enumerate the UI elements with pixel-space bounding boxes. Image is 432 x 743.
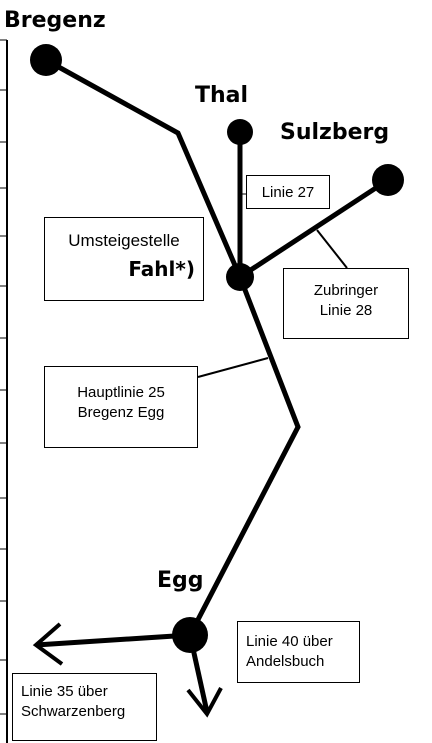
label-linie-27-text: Linie 27	[261, 184, 315, 201]
left-edge-rules	[0, 39, 8, 743]
label-linie-27: Linie 27	[246, 175, 330, 209]
label-umsteigestelle: Umsteigestelle Fahl*)	[44, 217, 204, 301]
label-linie-35-line2: Schwarzenberg	[21, 702, 126, 720]
linie-35-route	[35, 632, 191, 648]
label-hauptlinie-line1: Hauptlinie 25	[77, 384, 165, 401]
label-umsteigestelle-line2: Fahl*)	[128, 257, 195, 282]
stop-sulzberg-marker	[372, 164, 404, 196]
stop-name-sulzberg: Sulzberg	[280, 120, 390, 145]
linie-28-route	[238, 177, 390, 280]
stop-thal-marker	[227, 119, 253, 145]
stop-name-thal: Thal	[195, 83, 249, 108]
label-zubringer-linie-28: Zubringer Linie 28	[283, 268, 409, 339]
label-linie-35: Linie 35 über Schwarzenberg	[12, 673, 157, 741]
linie-35-arrowhead	[32, 622, 64, 666]
zubringer-connector	[316, 229, 348, 269]
linie-40-arrowhead	[186, 687, 223, 718]
stop-fahl-marker	[226, 263, 254, 291]
hauptlinie-25-route	[44, 57, 301, 637]
label-hauptlinie-25: Hauptlinie 25 Bregenz Egg	[44, 366, 198, 448]
stop-name-egg: Egg	[157, 568, 204, 593]
stop-egg-marker	[172, 617, 208, 653]
label-umsteigestelle-line1: Umsteigestelle	[68, 231, 180, 250]
label-zubringer-line1: Zubringer	[313, 282, 379, 299]
label-linie-40-line1: Linie 40 über	[246, 633, 333, 650]
stop-bregenz-marker	[30, 44, 62, 76]
label-linie-40-line2: Andelsbuch	[246, 652, 325, 670]
label-linie-40: Linie 40 über Andelsbuch	[237, 621, 360, 683]
label-hauptlinie-line2: Bregenz Egg	[77, 403, 165, 421]
hauptlinie-connector	[197, 357, 269, 378]
label-linie-35-line1: Linie 35 über	[21, 683, 108, 700]
label-zubringer-line2: Linie 28	[319, 301, 373, 319]
stop-name-bregenz: Bregenz	[4, 8, 106, 33]
